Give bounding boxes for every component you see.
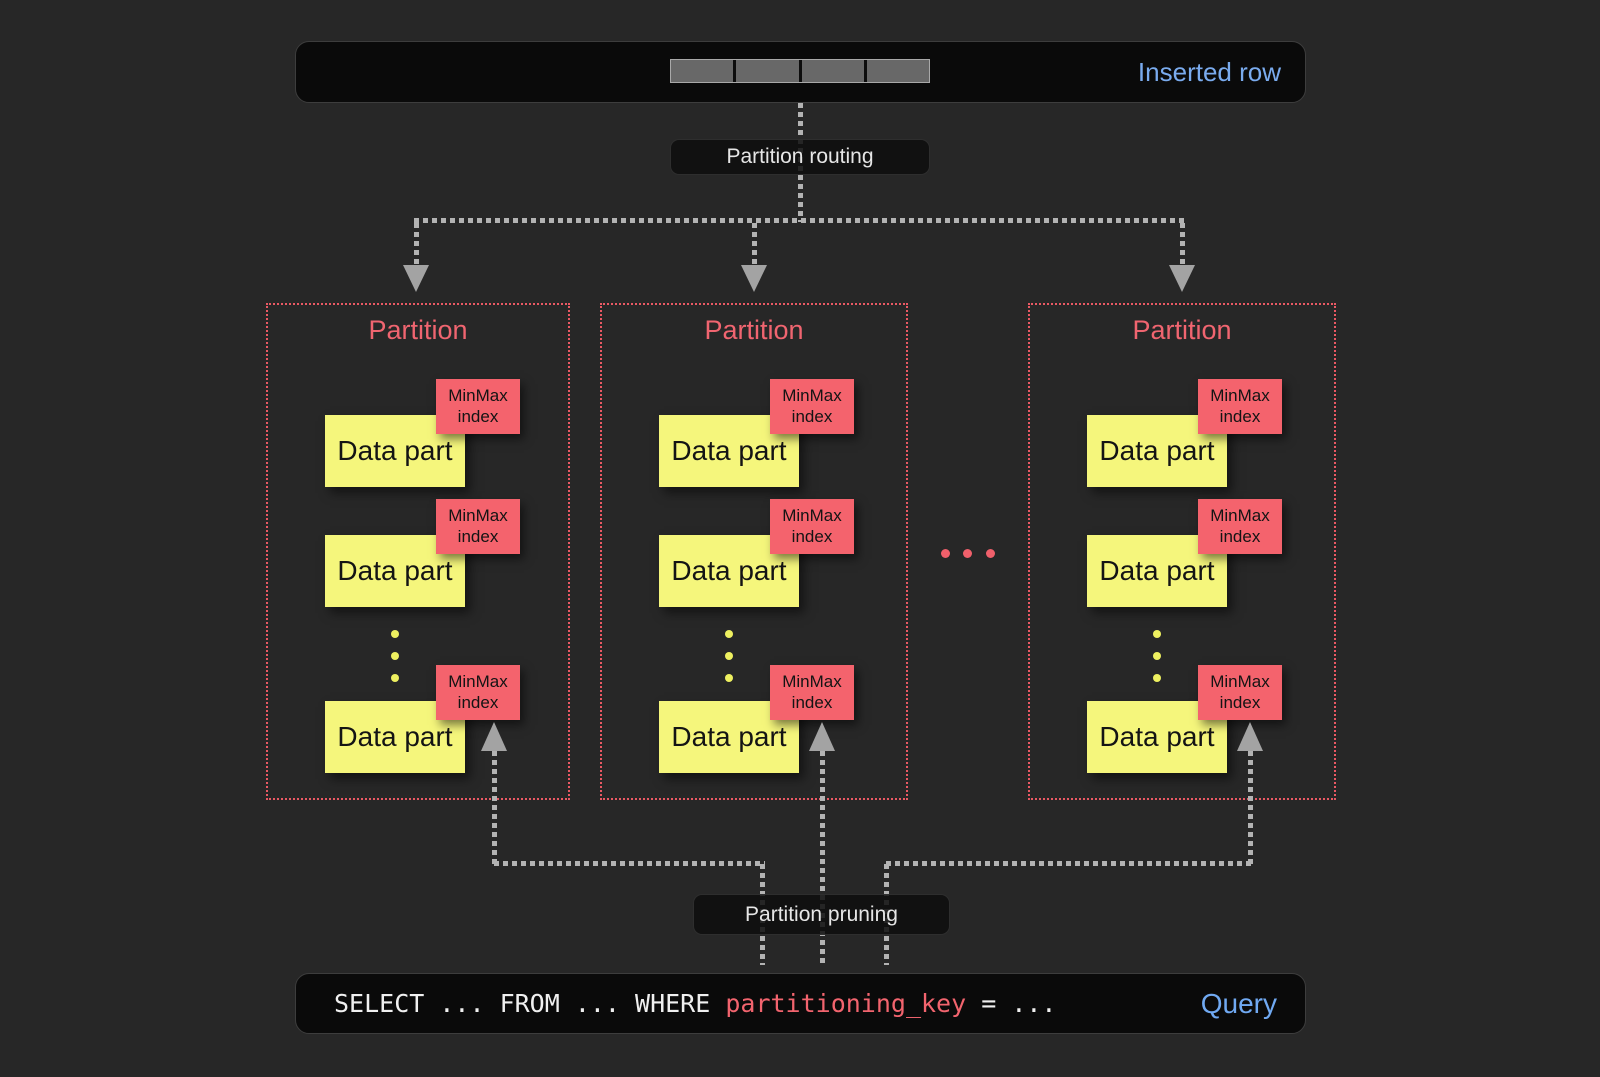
inserted-row-label: Inserted row [1137, 56, 1281, 87]
minmax-index-badge: MinMax index [770, 499, 854, 554]
arrow-down-icon [403, 265, 429, 292]
minmax-index-badge: MinMax index [1198, 379, 1282, 434]
partition-pruning-label: Partition pruning [693, 894, 950, 935]
data-part-box: Data part [1087, 701, 1227, 773]
ellipsis-dot [725, 674, 733, 682]
sql-partitioning-key: partitioning_key [725, 989, 967, 1018]
minmax-index-badge: MinMax index [436, 499, 520, 554]
partition-box-3: Partition MinMax index Data part MinMax … [1028, 303, 1336, 800]
ellipsis-dot [1153, 652, 1161, 660]
minmax-index-badge: MinMax index [770, 665, 854, 720]
ellipsis-dot [391, 630, 399, 638]
row-cell [801, 60, 867, 82]
ellipsis-dot [391, 652, 399, 660]
pruning-collector-right [886, 861, 1251, 866]
sql-before: SELECT ... FROM ... WHERE [334, 989, 726, 1018]
query-label: Query [1200, 987, 1277, 1019]
pruning-line-partition-1 [492, 751, 497, 866]
partition-separator-dot [941, 549, 950, 558]
ellipsis-dot [1153, 674, 1161, 682]
row-cell [736, 60, 802, 82]
arrow-down-icon [1169, 265, 1195, 292]
arrow-up-icon [481, 722, 507, 751]
minmax-index-badge: MinMax index [770, 379, 854, 434]
minmax-index-badge: MinMax index [1198, 499, 1282, 554]
partition-box-1: Partition MinMax index Data part MinMax … [266, 303, 570, 800]
minmax-index-badge: MinMax index [436, 665, 520, 720]
partition-separator-dot [986, 549, 995, 558]
pruning-line-partition-2 [820, 751, 825, 965]
row-cell [866, 60, 929, 82]
pruning-collector-left [494, 861, 765, 866]
sql-query-text: SELECT ... FROM ... WHERE partitioning_k… [334, 989, 1201, 1018]
minmax-index-badge: MinMax index [436, 379, 520, 434]
partition-routing-label: Partition routing [670, 139, 930, 175]
minmax-index-badge: MinMax index [1198, 665, 1282, 720]
ellipsis-dot [391, 674, 399, 682]
data-part-box: Data part [1087, 535, 1227, 607]
drop-line-partition-3 [1180, 223, 1185, 265]
inserted-row-cells [670, 59, 930, 83]
row-cell [671, 60, 737, 82]
ellipsis-dot [725, 630, 733, 638]
sql-after: = ... [966, 989, 1057, 1018]
pruning-line-partition-3 [1248, 751, 1253, 866]
partition-title: Partition [704, 315, 804, 345]
query-bar: SELECT ... FROM ... WHERE partitioning_k… [295, 973, 1306, 1034]
drop-line-partition-1 [414, 223, 419, 265]
ellipsis-dot [1153, 630, 1161, 638]
ellipsis-dot [725, 652, 733, 660]
partition-title: Partition [1132, 315, 1232, 345]
arrow-up-icon [1237, 722, 1263, 751]
arrow-up-icon [809, 722, 835, 751]
partition-separator-dot [963, 549, 972, 558]
partition-title: Partition [368, 315, 468, 345]
distribution-line [414, 218, 1184, 223]
inserted-row-bar: Inserted row [295, 41, 1306, 103]
partition-box-2: Partition MinMax index Data part MinMax … [600, 303, 908, 800]
arrow-down-icon [741, 265, 767, 292]
drop-line-partition-2 [752, 223, 757, 265]
